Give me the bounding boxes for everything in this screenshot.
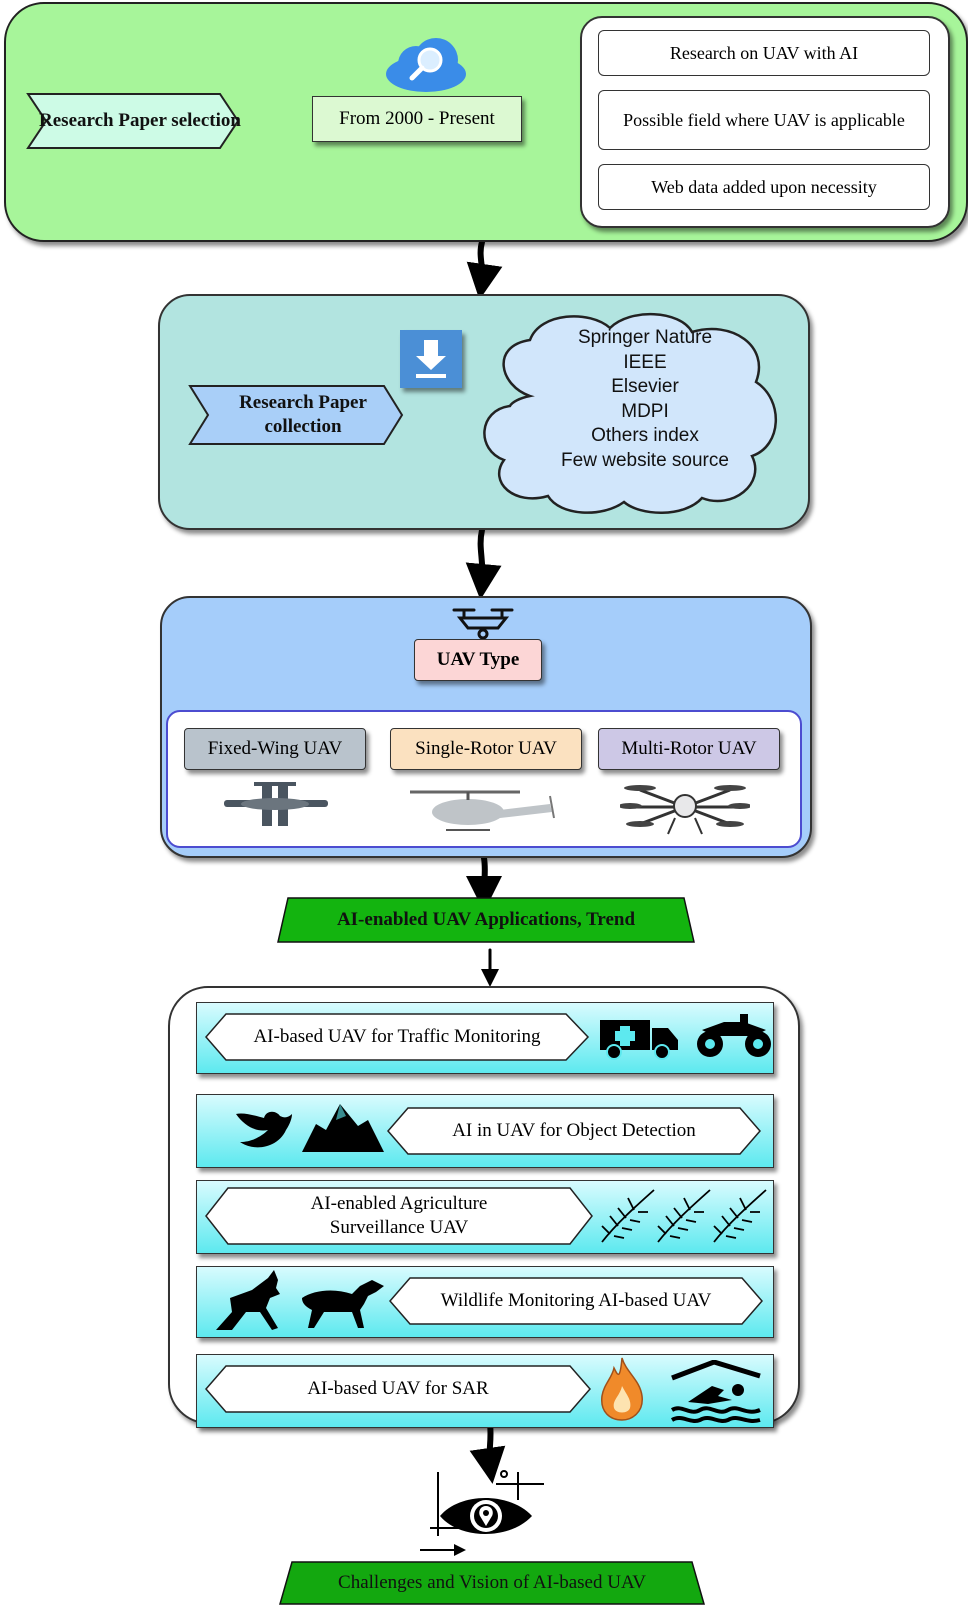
moose-icon xyxy=(302,1280,384,1328)
criteria-item: Web data added upon necessity xyxy=(598,164,930,210)
fire-icon xyxy=(601,1357,643,1421)
application-label: AI in UAV for Object Detection xyxy=(452,1120,696,1141)
eye-vision-icon xyxy=(420,1470,544,1556)
arrow-sec3-to-trend xyxy=(466,855,503,912)
download-icon xyxy=(400,330,462,388)
single-rotor-uav-icon xyxy=(410,790,555,831)
application-pill: AI-based UAV for Traffic Monitoring xyxy=(204,1012,590,1062)
multi-rotor-uav-icon xyxy=(620,785,750,835)
application-pill: AI-enabled Agriculture Surveillance UAV xyxy=(204,1186,594,1246)
single-rotor-uav-label: Single-Rotor UAV xyxy=(390,728,582,770)
application-label: AI-enabled Agriculture Surveillance UAV xyxy=(310,1193,488,1238)
uav-type-box: UAV Type xyxy=(414,639,542,681)
criteria-item: Possible field where UAV is applicable xyxy=(598,90,930,150)
mountain-icon xyxy=(302,1104,384,1152)
period-box: From 2000 - Present xyxy=(312,96,522,142)
atv-icon xyxy=(697,1014,771,1057)
arrow-sec1-to-sec2 xyxy=(466,239,503,300)
application-label: AI-based UAV for Traffic Monitoring xyxy=(253,1026,541,1047)
cloud-search-icon xyxy=(386,38,466,92)
application-label: AI-based UAV for SAR xyxy=(307,1378,489,1399)
conclusion-label: Challenges and Vision of AI-based UAV xyxy=(338,1572,646,1593)
sources-cloud xyxy=(483,312,778,514)
criteria-item: Research on UAV with AI xyxy=(598,30,930,76)
collection-chevron-label: Research Paper collection xyxy=(239,392,367,437)
research-paper-collection-chevron: Research Paper collection xyxy=(186,382,406,448)
trend-banner: AI-enabled UAV Applications, Trend xyxy=(276,896,696,944)
arrow-sec2-to-sec3 xyxy=(465,527,502,600)
fixed-wing-uav-icon xyxy=(224,782,328,826)
multi-rotor-uav-label: Multi-Rotor UAV xyxy=(598,728,780,770)
source-item: Others index xyxy=(591,425,699,446)
research-paper-selection-chevron: Research Paper selection xyxy=(24,90,242,152)
deer-icon xyxy=(216,1270,280,1330)
leaves-icon xyxy=(601,1189,767,1243)
arrow-sec5-to-conclusion xyxy=(469,1421,506,1484)
drone-icon xyxy=(452,608,514,640)
application-pill: AI in UAV for Object Detection xyxy=(386,1106,762,1156)
sources-list: Springer Nature IEEE Elsevier MDPI Other… xyxy=(500,326,790,473)
ambulance-icon xyxy=(600,1020,678,1060)
application-pill: Wildlife Monitoring AI-based UAV xyxy=(388,1276,764,1326)
application-label: Wildlife Monitoring AI-based UAV xyxy=(440,1290,712,1311)
source-item: Springer Nature xyxy=(577,327,713,348)
trend-label: AI-enabled UAV Applications, Trend xyxy=(336,909,636,930)
fixed-wing-uav-label: Fixed-Wing UAV xyxy=(184,728,366,770)
source-item: MDPI xyxy=(621,400,669,422)
bird-icon xyxy=(236,1111,292,1148)
application-pill: AI-based UAV for SAR xyxy=(204,1364,592,1414)
swimmer-icon xyxy=(670,1360,761,1423)
source-item: Few website source xyxy=(561,449,729,471)
source-item: IEEE xyxy=(623,351,667,373)
source-item: Elsevier xyxy=(611,376,679,397)
conclusion-banner: Challenges and Vision of AI-based UAV xyxy=(278,1560,706,1606)
selection-chevron-label: Research Paper selection xyxy=(39,110,241,131)
